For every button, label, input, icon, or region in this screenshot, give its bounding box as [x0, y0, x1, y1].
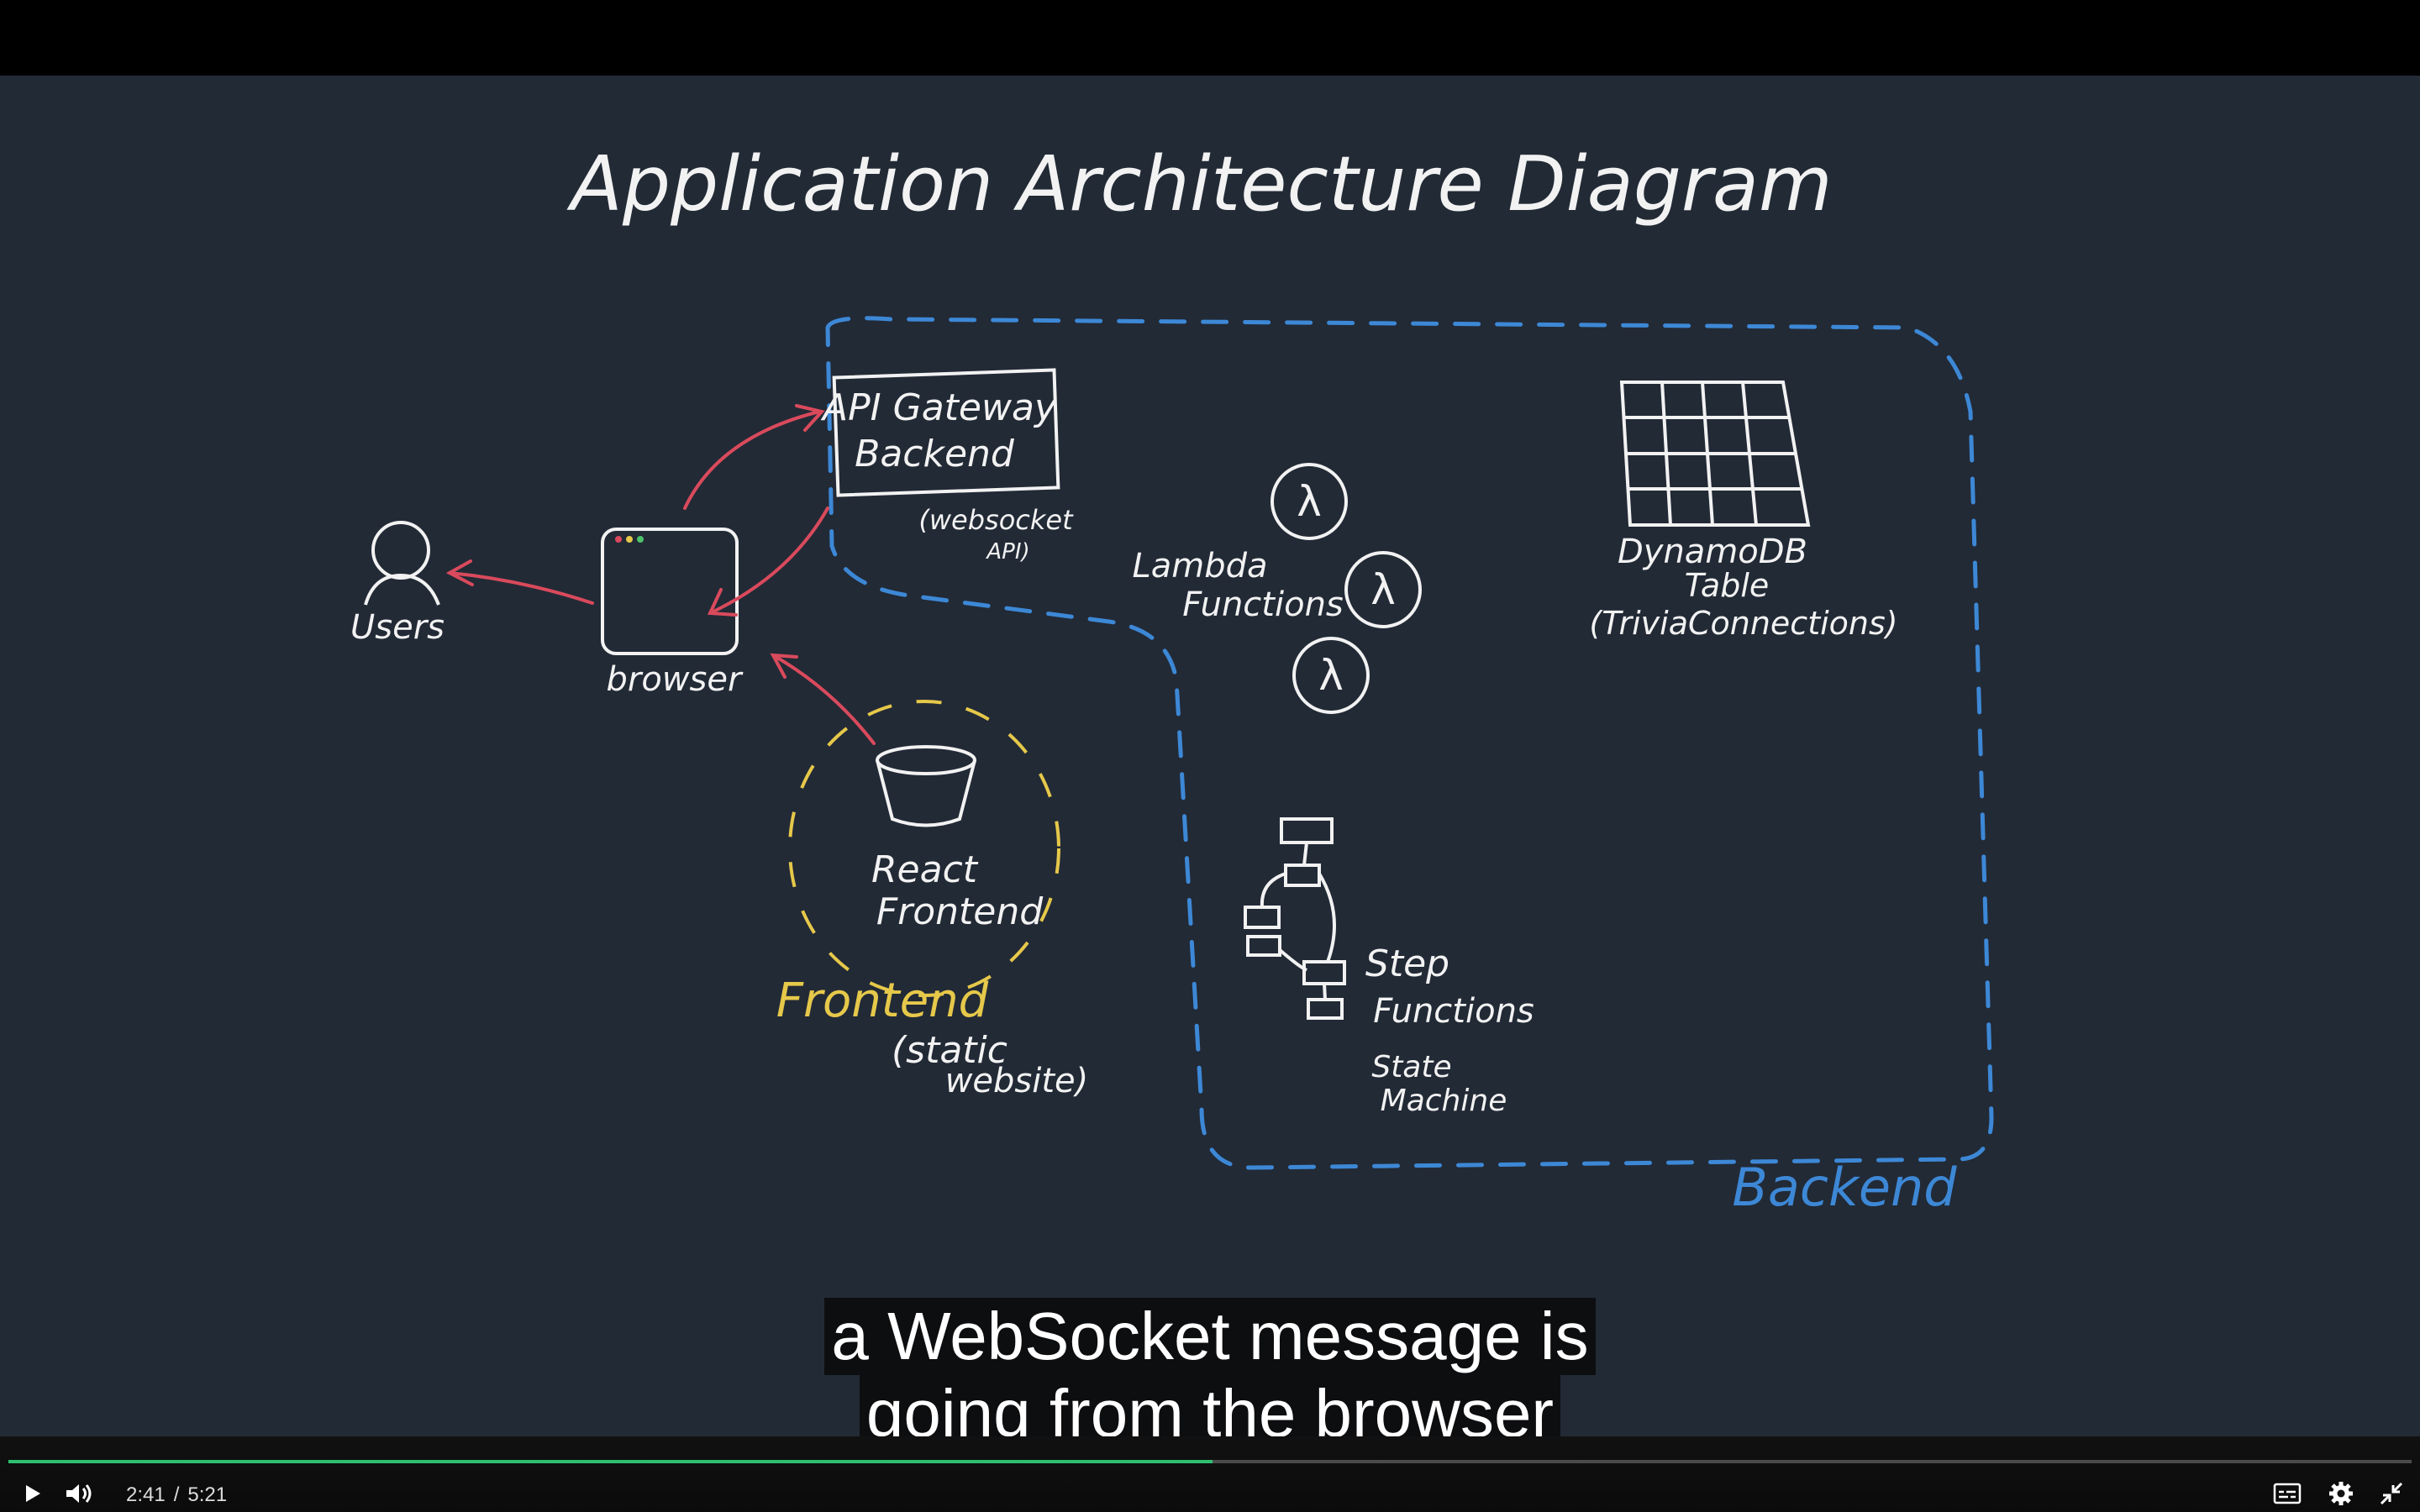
arrow-browser-to-api	[683, 410, 821, 510]
top-letterbox	[0, 0, 2420, 76]
frontend-label: Frontend	[776, 974, 989, 1028]
arrow-frontend-to-browser	[771, 654, 876, 745]
lambda-label-1: Lambda	[1132, 547, 1267, 585]
api-gateway-box	[832, 368, 1060, 497]
react-label-2: Frontend	[876, 890, 1044, 933]
step-label-1: Step	[1365, 942, 1449, 985]
exit-fullscreen-icon	[2380, 1482, 2403, 1505]
play-button[interactable]	[13, 1475, 50, 1512]
static-label-2: website)	[945, 1062, 1089, 1100]
lambda-icon-2	[1344, 551, 1422, 628]
websocket-label-1: (websocket	[918, 504, 1074, 536]
current-time: 2:41	[126, 1483, 166, 1506]
time-display: 2:41 / 5:21	[126, 1483, 235, 1507]
dynamodb-label-3: (TriviaConnections)	[1589, 605, 1897, 642]
state-machine-label-1: State	[1371, 1050, 1451, 1084]
lambda-label-2: Functions	[1182, 585, 1344, 624]
arrow-browser-to-users	[448, 571, 594, 605]
step-functions-icon	[1244, 817, 1346, 1020]
browser-label: browser	[607, 660, 744, 699]
player-controls: 2:41 / 5:21	[0, 1436, 2420, 1512]
flow-arrows	[445, 404, 876, 745]
step-label-2: Functions	[1373, 992, 1534, 1031]
websocket-label-2: API)	[985, 539, 1029, 564]
s3-bucket-icon	[876, 745, 976, 827]
arrow-frontend-to-browser-head	[770, 653, 798, 679]
play-icon	[26, 1485, 40, 1502]
dynamodb-label-2: Table	[1685, 567, 1770, 604]
api-gateway-label-1: API Gateway	[820, 386, 1057, 429]
subtitle-captions: a WebSocket message is going from the br…	[0, 1298, 2420, 1452]
time-separator: /	[173, 1483, 180, 1506]
react-label-1: React	[871, 848, 979, 891]
api-gateway-label-2: Backend	[855, 433, 1015, 475]
arrow-api-to-browser	[708, 507, 829, 615]
backend-label: Backend	[1732, 1157, 1957, 1218]
static-label-1: (static	[892, 1029, 1007, 1072]
arrow-api-to-browser-head	[707, 588, 738, 617]
diagram-title: Application Architecture Diagram	[566, 140, 1832, 228]
backend-zone-boundary	[825, 316, 1994, 1170]
users-label: Users	[350, 608, 445, 647]
captions-button[interactable]	[2269, 1475, 2306, 1512]
dynamodb-label-1: DynamoDB	[1618, 533, 1807, 571]
lambda-icons	[1270, 463, 1422, 714]
exit-fullscreen-button[interactable]	[2373, 1475, 2410, 1512]
browser-icon	[601, 528, 739, 655]
state-machine-label-2: Machine	[1381, 1084, 1507, 1118]
frontend-zone-boundary	[788, 700, 1060, 997]
arrow-browser-to-api-head	[795, 404, 825, 432]
lambda-symbols: λ λ λ	[1297, 477, 1396, 700]
captions-icon	[2273, 1483, 2302, 1504]
svg-text:λ: λ	[1370, 565, 1396, 614]
lambda-icon-1	[1270, 463, 1348, 540]
users-icon	[364, 521, 440, 606]
progress-bar[interactable]	[8, 1460, 2412, 1463]
duration: 5:21	[187, 1483, 228, 1506]
volume-icon	[66, 1484, 92, 1503]
arrow-browser-to-users-head	[445, 559, 474, 586]
video-frame[interactable]: Application Architecture Diagram Backend…	[0, 76, 2420, 1436]
svg-text:λ: λ	[1318, 651, 1344, 700]
gear-icon	[2329, 1482, 2353, 1505]
caption-line-1: a WebSocket message is	[824, 1298, 1596, 1375]
settings-button[interactable]	[2323, 1475, 2360, 1512]
svg-text:λ: λ	[1297, 477, 1322, 526]
volume-button[interactable]	[60, 1475, 97, 1512]
progress-fill	[8, 1460, 1213, 1463]
architecture-diagram: Application Architecture Diagram Backend…	[350, 140, 1994, 1218]
dynamodb-table-icon	[1619, 381, 1811, 527]
lambda-icon-3	[1292, 637, 1370, 714]
